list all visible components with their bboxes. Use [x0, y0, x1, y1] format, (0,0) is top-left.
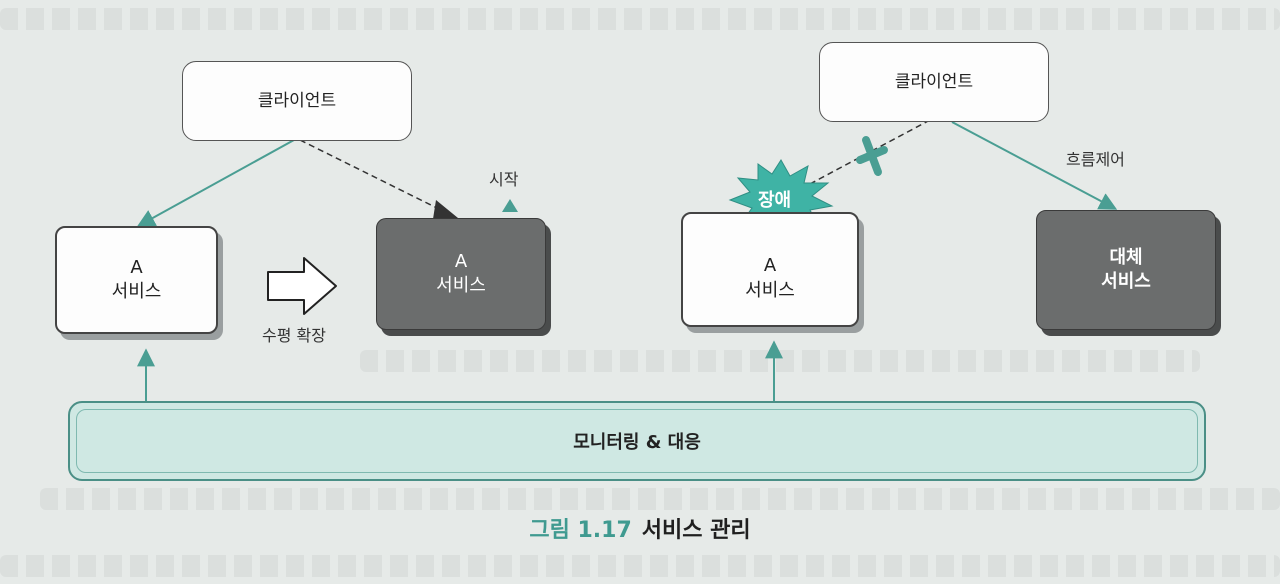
flow-control-label: 흐름제어	[1066, 150, 1125, 169]
dashed-arrow-head	[433, 200, 458, 219]
figure-number: 그림 1.17	[529, 518, 632, 543]
monitoring-label: 모니터링 & 대응	[573, 432, 701, 453]
monitoring-bar: 모니터링 & 대응	[68, 401, 1206, 481]
figure-title: 서비스 관리	[641, 518, 751, 543]
service-a-box: A 서비스	[55, 226, 218, 334]
failure-label: 장애	[758, 190, 792, 211]
flow-control-arrow	[951, 121, 1118, 210]
paper-texture	[40, 488, 1280, 510]
replacement-service-box: 대체 서비스	[1036, 210, 1216, 330]
client-box-right: 클라이언트	[819, 42, 1049, 122]
paper-texture	[360, 350, 1200, 372]
client-to-service-arrow	[136, 139, 295, 227]
scaled-service-a-box: A 서비스	[376, 218, 546, 330]
client-label-right: 클라이언트	[894, 71, 974, 92]
client-to-new-service-dashed-arrow	[299, 139, 446, 213]
scaled-service-a-letter: A	[454, 250, 468, 272]
failed-service-a-letter: A	[763, 255, 777, 277]
failed-service-a-label: 서비스	[745, 279, 795, 301]
blocked-cross-icon	[856, 136, 888, 176]
client-box: 클라이언트	[182, 61, 412, 141]
service-a-label: 서비스	[111, 281, 162, 302]
scaled-service-a-label: 서비스	[436, 275, 486, 296]
replacement-service-line2: 서비스	[1101, 271, 1151, 292]
paper-texture	[0, 8, 1280, 30]
start-label: 시작	[489, 170, 519, 189]
replacement-service-line1: 대체	[1109, 246, 1143, 268]
start-marker-triangle	[502, 199, 518, 212]
scale-out-arrow-icon	[267, 257, 337, 315]
paper-texture	[0, 555, 1280, 577]
failed-service-a-box: A 서비스	[681, 212, 859, 327]
service-a-letter: A	[130, 256, 143, 278]
figure-caption: 그림 1.17 서비스 관리	[0, 512, 1280, 544]
horizontal-scaling-label: 수평 확장	[262, 326, 326, 345]
blocked-dashed-line	[807, 119, 931, 186]
client-label: 클라이언트	[257, 90, 337, 111]
